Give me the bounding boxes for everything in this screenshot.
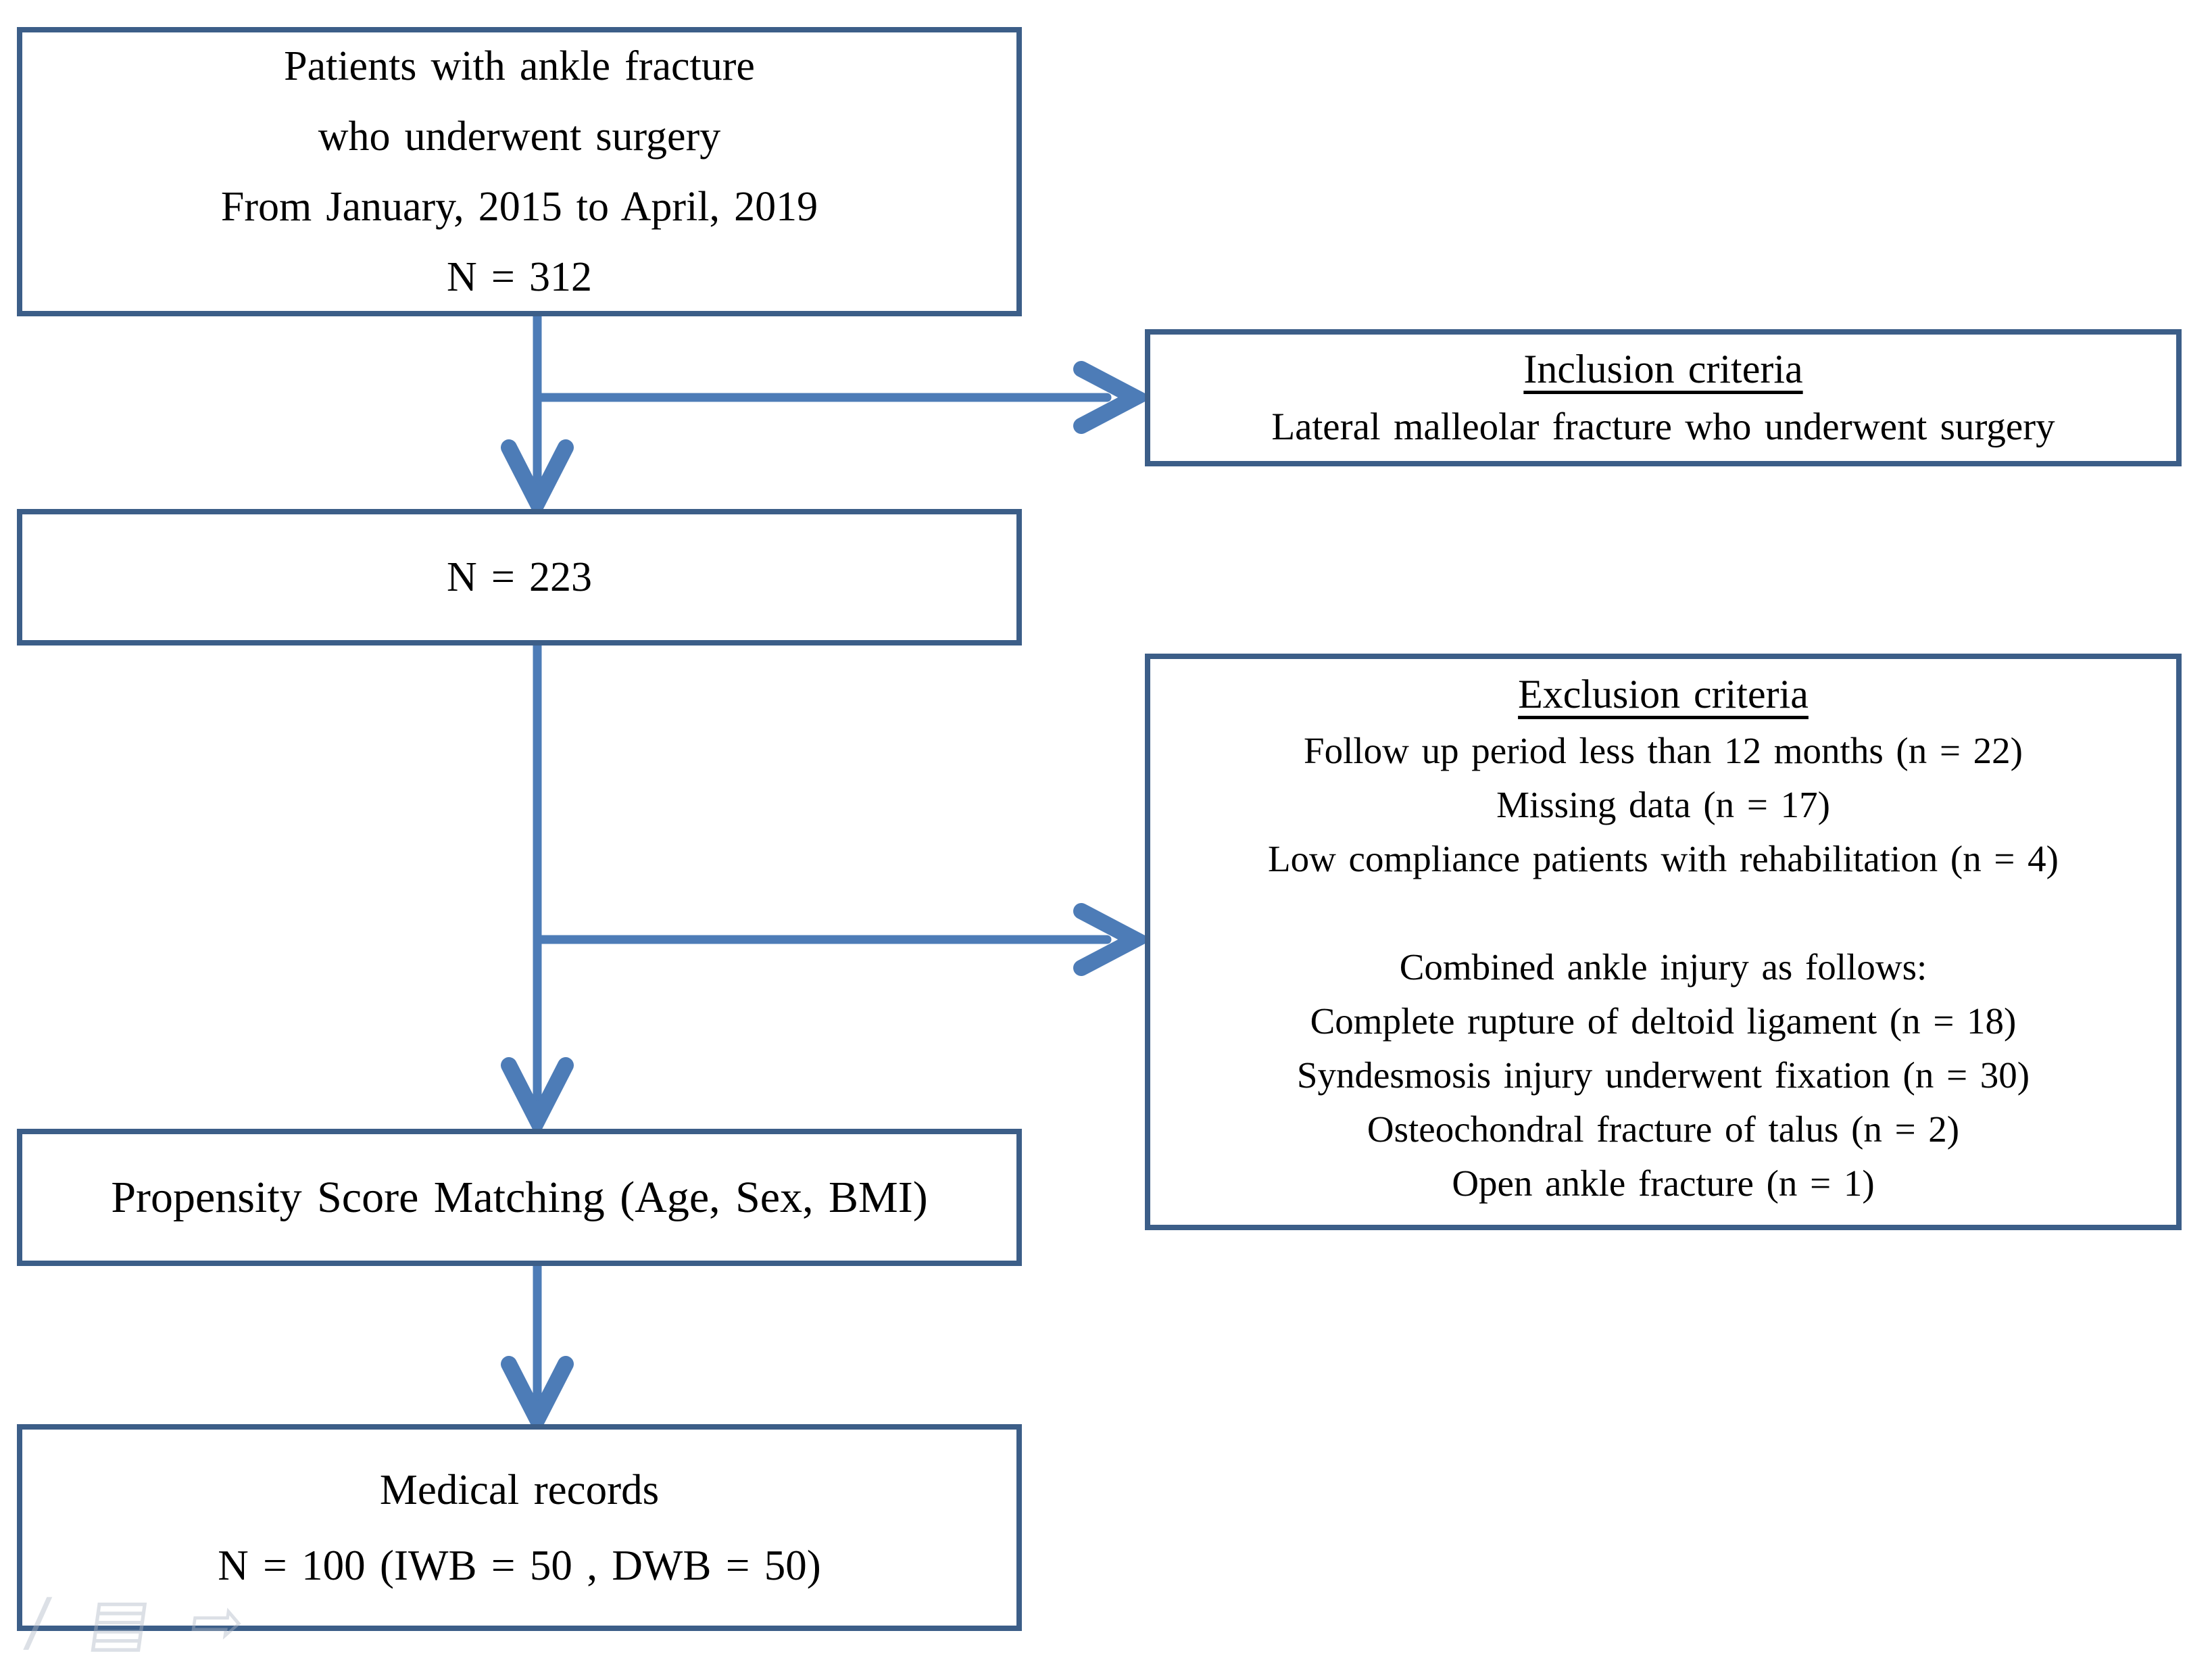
box-text-line: N = 100 (IWB = 50 , DWB = 50) [218,1542,821,1589]
arrow-n223-to-propensity-head [501,1057,574,1139]
box-text-line: Missing data (n = 17) [1496,784,1830,825]
box-inclusion-criteria: Inclusion criteria Lateral malleolar fra… [1145,329,2182,466]
box-text-line: Propensity Score Matching (Age, Sex, BMI… [111,1172,928,1222]
box-text-line: N = 223 [447,554,592,600]
arrow-propensity-to-records-head [501,1356,574,1438]
watermark-arrow-icon: ⇨ [185,1585,250,1656]
inclusion-criteria-title: Inclusion criteria [1523,346,1803,391]
watermark-slash-icon: ∕ [22,1585,54,1656]
box-text-line: Open ankle fracture (n = 1) [1452,1163,1875,1204]
box-text-line: Lateral malleolar fracture who underwent… [1271,405,2055,448]
exclusion-criteria-title: Exclusion criteria [1518,672,1809,716]
box-medical-records: Medical records N = 100 (IWB = 50 , DWB … [17,1424,1022,1631]
box-text-line: Complete rupture of deltoid ligament (n … [1310,1000,2017,1042]
box-text-line: Osteochondral fracture of talus (n = 2) [1367,1109,1960,1150]
arrow-to-inclusion-head [1073,361,1153,434]
box-text-line: Patients with ankle fracture [284,43,755,89]
box-text-line-blank [1150,886,2176,940]
box-exclusion-criteria: Exclusion criteria Follow up period less… [1145,654,2182,1230]
box-text-line: Low compliance patients with rehabilitat… [1268,838,2059,879]
arrow-to-exclusion-head [1073,903,1153,976]
arrow-start-to-n223-head [501,439,574,521]
box-text-line: Syndesmosis injury underwent fixation (n… [1296,1054,2030,1096]
watermark-icons: ∕ ▤ ⇨ [22,1585,249,1656]
box-propensity-score-matching: Propensity Score Matching (Age, Sex, BMI… [17,1129,1022,1266]
box-text-line: Medical records [379,1466,660,1513]
box-patients-with-ankle-fracture: Patients with ankle fracture who underwe… [17,27,1022,316]
box-text-line: N = 312 [447,254,592,300]
box-text-line: who underwent surgery [318,114,721,160]
box-n-223: N = 223 [17,509,1022,646]
box-text-line: From January, 2015 to April, 2019 [220,184,818,230]
watermark-document-icon: ▤ [84,1585,155,1656]
box-text-line: Combined ankle injury as follows: [1399,946,1927,988]
box-text-line: Follow up period less than 12 months (n … [1304,730,2023,771]
